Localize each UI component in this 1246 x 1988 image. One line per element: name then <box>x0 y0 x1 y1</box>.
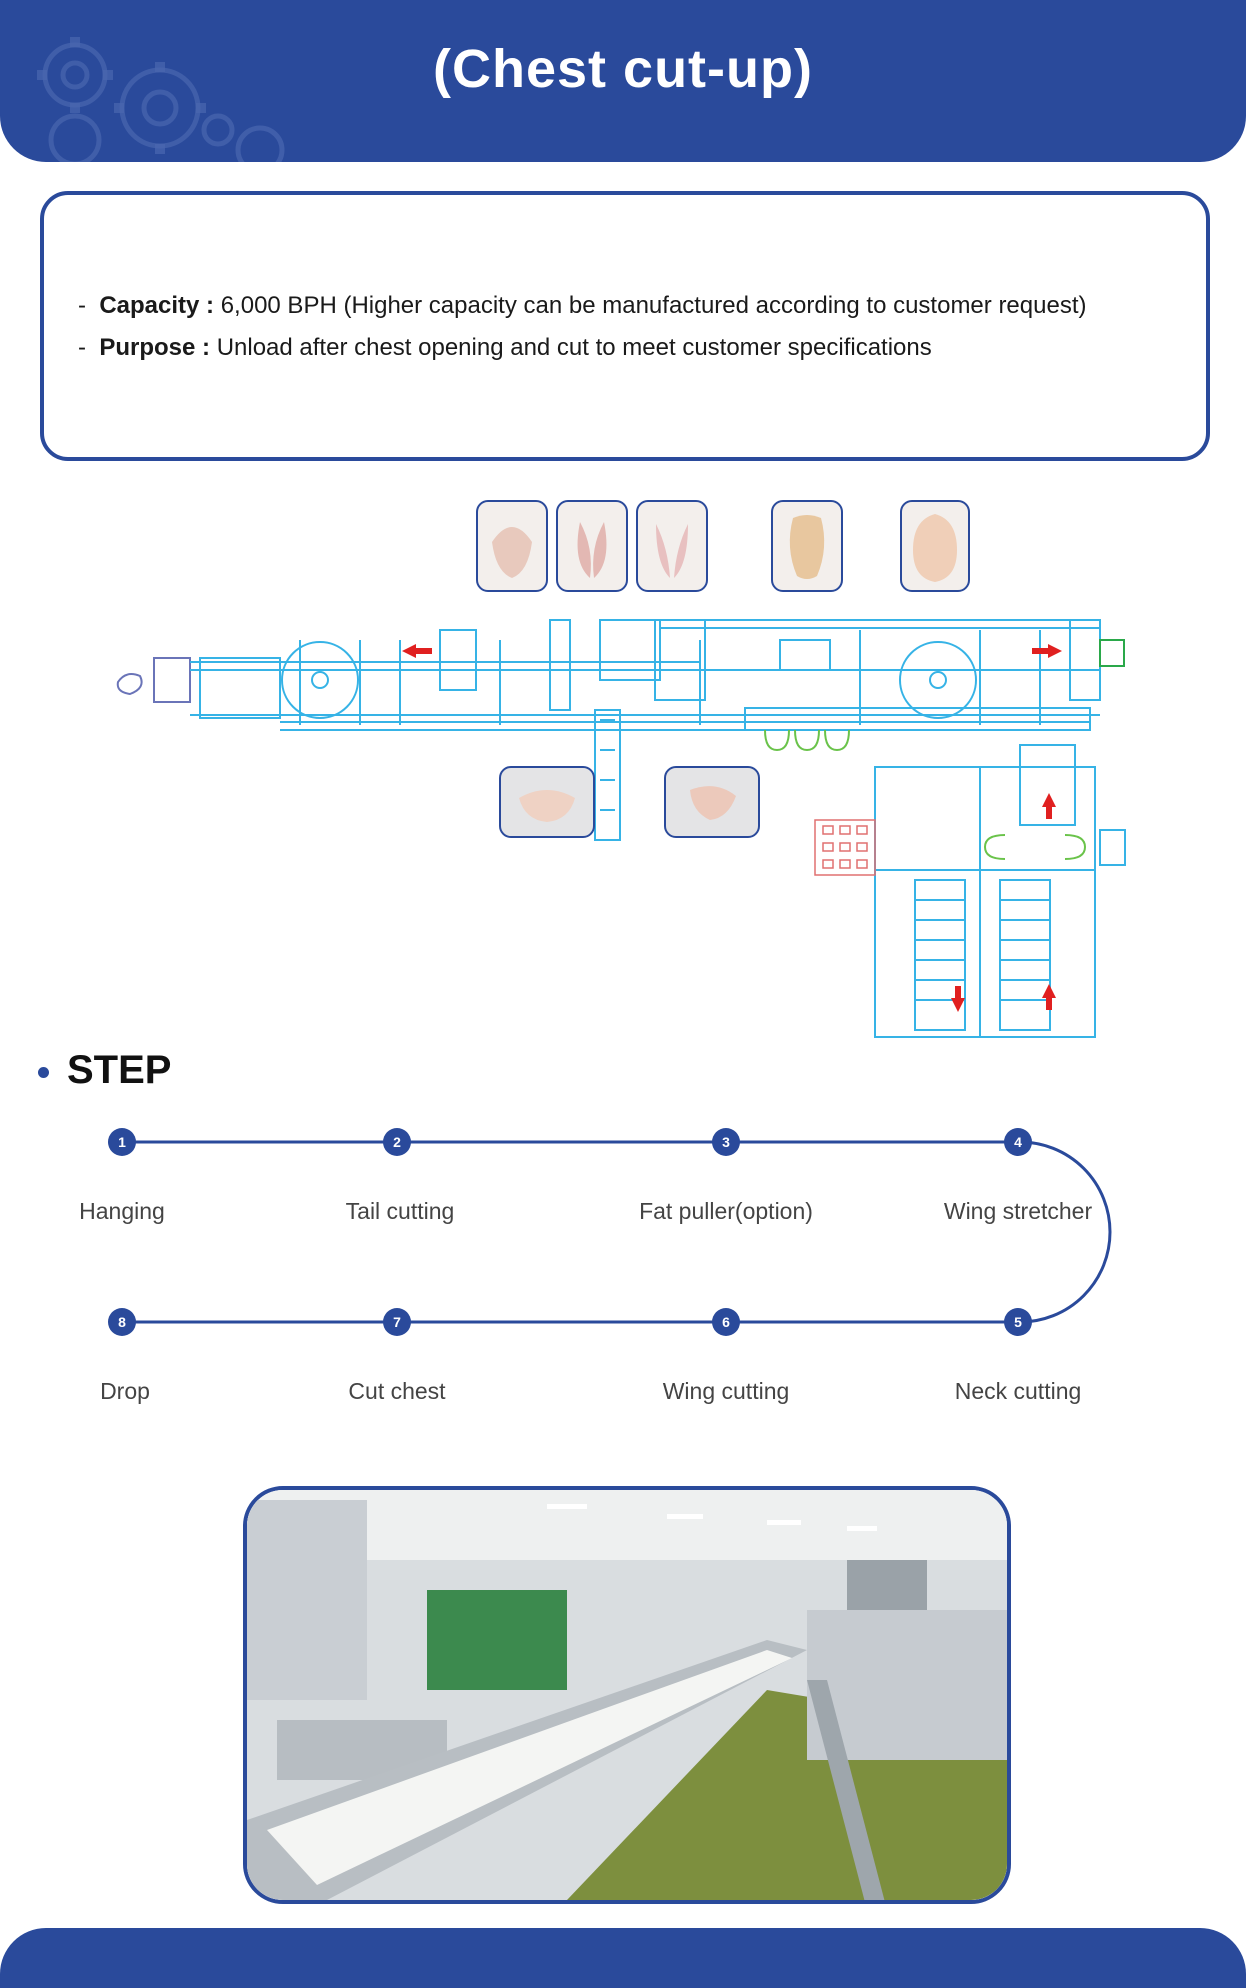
step-label: Fat puller(option) <box>639 1198 813 1224</box>
svg-text:4: 4 <box>1014 1134 1022 1150</box>
product-thumbnail <box>664 766 760 838</box>
step-heading: STEP <box>38 1048 171 1093</box>
capacity-item: - Capacity : 6,000 BPH (Higher capacity … <box>78 292 1087 319</box>
gears-decoration-icon <box>37 37 285 162</box>
capacity-label: Capacity : <box>99 292 215 319</box>
step-label: Neck cutting <box>954 1378 1082 1404</box>
product-thumbnail <box>476 500 548 592</box>
process-steps: 1 2 3 4 5 6 7 8 Hanging Tail cutting Fat… <box>0 1110 1246 1440</box>
step-marker: 2 <box>383 1128 411 1156</box>
step-marker: 6 <box>712 1308 740 1336</box>
specification-box: - Capacity : 6,000 BPH (Higher capacity … <box>40 191 1210 461</box>
factory-line-image-icon <box>247 1490 1007 1900</box>
step-label: Drop <box>100 1378 150 1404</box>
step-marker: 8 <box>108 1308 136 1336</box>
flow-arrow-icon <box>402 644 1062 1012</box>
step-marker: 1 <box>108 1128 136 1156</box>
page-footer <box>0 1928 1246 1988</box>
svg-text:1: 1 <box>118 1134 126 1150</box>
product-thumbnail <box>771 500 843 592</box>
svg-text:2: 2 <box>393 1134 401 1150</box>
chicken-cut-image-icon <box>690 786 736 820</box>
chicken-wings-image-icon <box>492 527 532 578</box>
step-label: Tail cutting <box>345 1198 455 1224</box>
chicken-carcass-image-icon <box>789 515 825 579</box>
product-thumbnail <box>900 500 970 592</box>
spec-list: - Capacity : 6,000 BPH (Higher capacity … <box>78 285 1086 369</box>
page-header: (Chest cut-up) <box>0 0 1246 162</box>
step-label: Wing cutting <box>662 1378 790 1404</box>
product-thumbnail <box>499 766 595 838</box>
chicken-fillet-image-icon <box>656 524 688 578</box>
svg-text:3: 3 <box>722 1134 730 1150</box>
step-marker: 5 <box>1004 1308 1032 1336</box>
purpose-item: - Purpose : Unload after chest opening a… <box>78 334 932 361</box>
purpose-label: Purpose : <box>99 334 211 361</box>
machine-layout-diagram <box>0 490 1246 1050</box>
chicken-breast-fillet-image-icon <box>913 514 957 582</box>
step-heading-text: STEP <box>67 1048 172 1092</box>
factory-photo <box>243 1486 1011 1904</box>
process-flow-line: 1 2 3 4 5 6 7 8 <box>108 1128 1112 1336</box>
product-thumbnail <box>556 500 628 592</box>
step-marker: 4 <box>1004 1128 1032 1156</box>
step-marker: 3 <box>712 1128 740 1156</box>
chicken-on-conveyor-image-icon <box>519 790 575 822</box>
chicken-breast-image-icon <box>577 522 607 578</box>
product-thumbnail <box>636 500 708 592</box>
page-title: (Chest cut-up) <box>433 39 813 99</box>
svg-text:7: 7 <box>393 1314 401 1330</box>
purpose-value: Unload after chest opening and cut to me… <box>216 334 932 361</box>
step-label: Cut chest <box>348 1378 446 1404</box>
svg-text:6: 6 <box>722 1314 730 1330</box>
svg-text:8: 8 <box>118 1314 126 1330</box>
capacity-value: 6,000 BPH (Higher capacity can be manufa… <box>220 292 1087 319</box>
bullet-icon <box>38 1066 49 1078</box>
svg-text:5: 5 <box>1014 1314 1022 1330</box>
step-marker: 7 <box>383 1308 411 1336</box>
step-label: Hanging <box>79 1198 165 1224</box>
line-layout-drawing <box>116 619 1126 1038</box>
step-label: Wing stretcher <box>943 1198 1093 1224</box>
